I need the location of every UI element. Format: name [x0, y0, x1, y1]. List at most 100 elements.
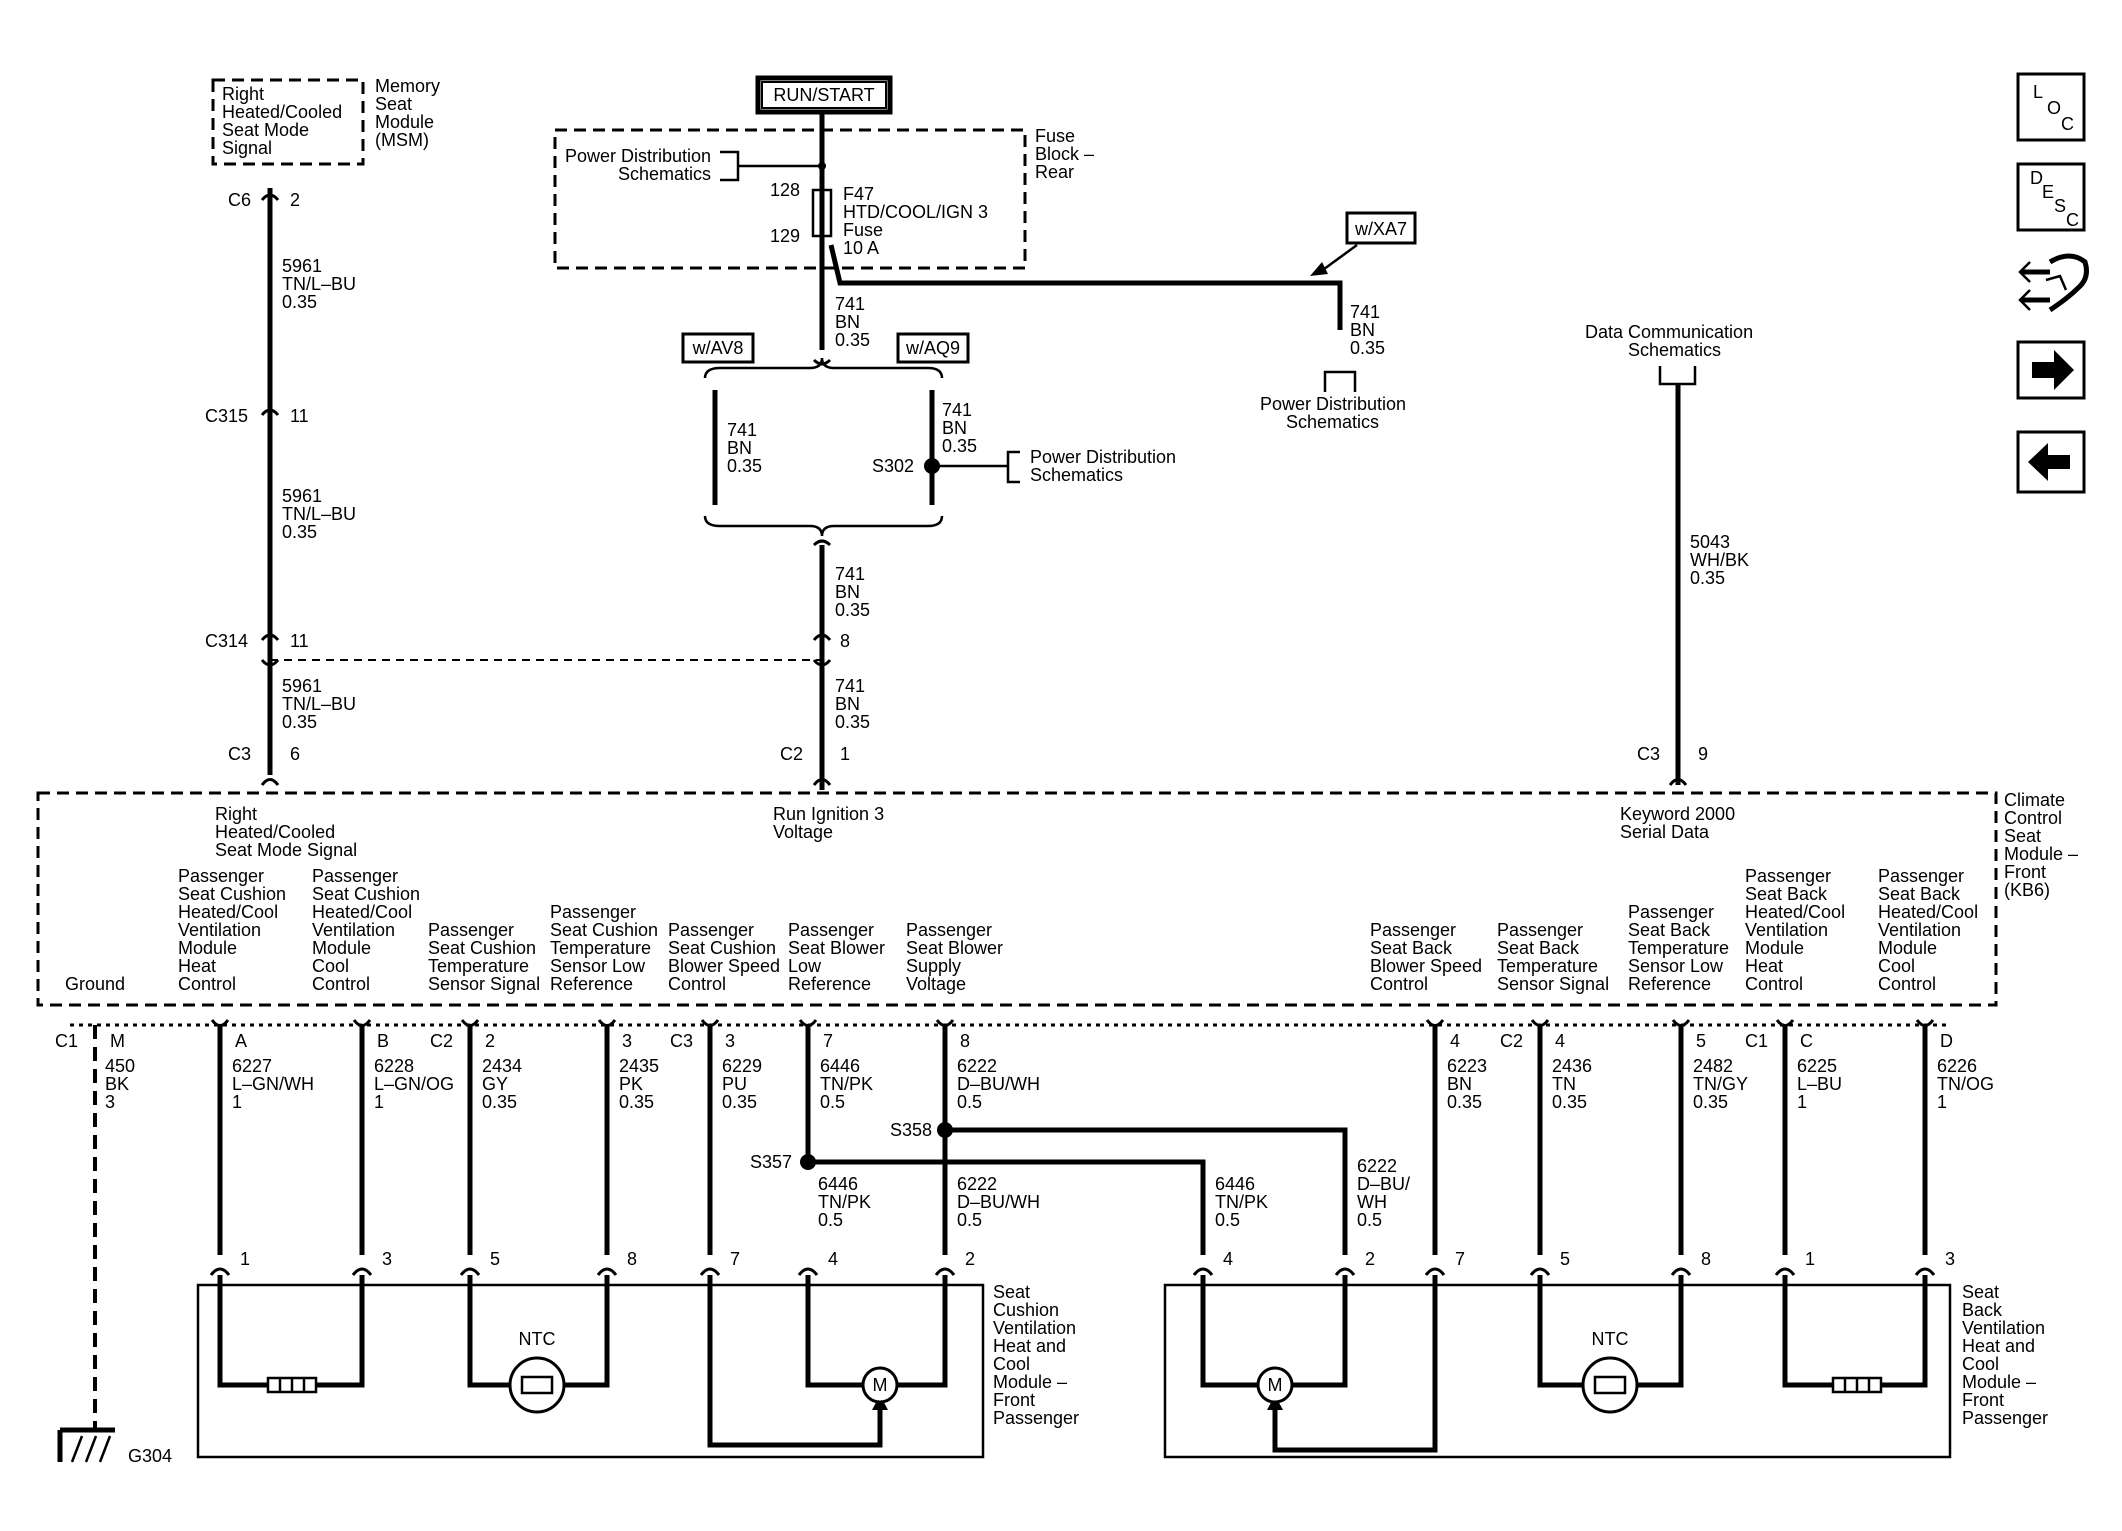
- c3-label: C3: [228, 744, 251, 764]
- pin-3: 3: [622, 1031, 632, 1051]
- option-bracket-top: [703, 357, 944, 379]
- svg-text:D: D: [2030, 168, 2043, 188]
- connector-C2: C2: [1500, 1031, 1523, 1051]
- wire-741-mid-label: 741 BN 0.35: [835, 564, 870, 620]
- option-bracket-bottom: [703, 515, 944, 537]
- cushion-module-name: Seat Cushion Ventilation Heat and Cool M…: [993, 1282, 1081, 1428]
- c315-label: C315: [205, 406, 248, 426]
- back-pin-5: 5: [1560, 1249, 1570, 1269]
- ground-conn-label: C1: [55, 1031, 78, 1051]
- wire-5961-label-3: 5961 TN/L–BU 0.35: [282, 676, 361, 732]
- pin-2: 2: [485, 1031, 495, 1051]
- loc-button[interactable]: L O C: [2016, 72, 2086, 142]
- pin-129: 129: [770, 226, 800, 246]
- c314-label: C314: [205, 631, 248, 651]
- sig-right-seat-mode: Right Heated/Cooled Seat Mode Signal: [215, 804, 357, 860]
- c2-pin: 1: [840, 744, 850, 764]
- ground-signal-label: Ground: [65, 974, 125, 994]
- back-pin-7: 7: [1455, 1249, 1465, 1269]
- c6-label: C6: [228, 190, 251, 210]
- pin-B: B: [377, 1031, 389, 1051]
- back-ntc-label: NTC: [1592, 1329, 1629, 1349]
- module-name: Climate Control Seat Module – Front (KB6…: [2004, 790, 2083, 900]
- memory-seat-module: Right Heated/Cooled Seat Mode Signal Mem…: [211, 76, 440, 166]
- svg-text:S: S: [2054, 196, 2066, 216]
- back-pin-2: 2: [1365, 1249, 1375, 1269]
- fuse-block-label: Fuse Block – Rear: [1035, 126, 1099, 182]
- pin-8: 8: [960, 1031, 970, 1051]
- back-blower-motor: [1256, 1366, 1294, 1404]
- forward-button[interactable]: [2016, 340, 2086, 400]
- cushion-motor-label: M: [873, 1375, 888, 1395]
- back-pin-8: 8: [1701, 1249, 1711, 1269]
- cushion-pin-4: 4: [828, 1249, 838, 1269]
- cushion-pin-3: 3: [382, 1249, 392, 1269]
- wire-741-aq9-label: 741 BN 0.35: [942, 400, 977, 456]
- wire-741-right-label: 741 BN 0.35: [1350, 302, 1385, 358]
- svg-text:E: E: [2042, 182, 2054, 202]
- connector-icon-button[interactable]: [2018, 253, 2089, 313]
- wire-5961-label-2: 5961 TN/L–BU 0.35: [282, 486, 361, 542]
- connector-C1: C1: [1745, 1031, 1768, 1051]
- fuse-f47-label: F47 HTD/COOL/IGN 3 Fuse 10 A: [843, 184, 993, 258]
- svg-text:C: C: [2066, 210, 2079, 230]
- wire-s357-label: 6446 TN/PK 0.5: [818, 1174, 876, 1230]
- wav8-label: w/AV8: [692, 338, 744, 358]
- s302-label: S302: [872, 456, 914, 476]
- wire-5961-label-1: 5961 TN/L–BU 0.35: [282, 256, 361, 312]
- cushion-pin-5: 5: [490, 1249, 500, 1269]
- back-pin-3: 3: [1945, 1249, 1955, 1269]
- wire-right-supply-label: 6222 D–BU/ WH 0.5: [1357, 1156, 1415, 1230]
- seat-cushion-module: [196, 1283, 985, 1459]
- wav8-option-box: [681, 332, 755, 364]
- wire-741-xa7: [828, 244, 1343, 330]
- run-start-label: RUN/START: [773, 85, 874, 105]
- connector-icon: [2018, 253, 2089, 313]
- forward-arrow-icon: [2032, 350, 2074, 390]
- c315-pin: 11: [290, 406, 309, 426]
- c3-9-label: C3: [1637, 744, 1660, 764]
- desc-button[interactable]: D E S C: [2016, 162, 2086, 232]
- wire-5043-label: 5043 WH/BK 0.35: [1690, 532, 1754, 588]
- s357-label: S357: [750, 1152, 792, 1172]
- back-button[interactable]: [2016, 430, 2086, 494]
- pin-4: 4: [1450, 1031, 1460, 1051]
- wire-741-top-label: 741 BN 0.35: [835, 294, 870, 350]
- climate-control-seat-module: [36, 791, 1998, 1007]
- msm-box-text: Right Heated/Cooled Seat Mode Signal: [222, 84, 347, 158]
- connector-C2: C2: [430, 1031, 453, 1051]
- cushion-pin-8: 8: [627, 1249, 637, 1269]
- wxa7-option-box: [1345, 211, 1417, 245]
- sig-keyword-2000: Keyword 2000 Serial Data: [1620, 804, 1740, 842]
- wire-6446-to-back: [808, 1159, 1206, 1255]
- c3-9-pin: 9: [1698, 744, 1708, 764]
- pds-right-label: Power Distribution Schematics: [1260, 394, 1411, 432]
